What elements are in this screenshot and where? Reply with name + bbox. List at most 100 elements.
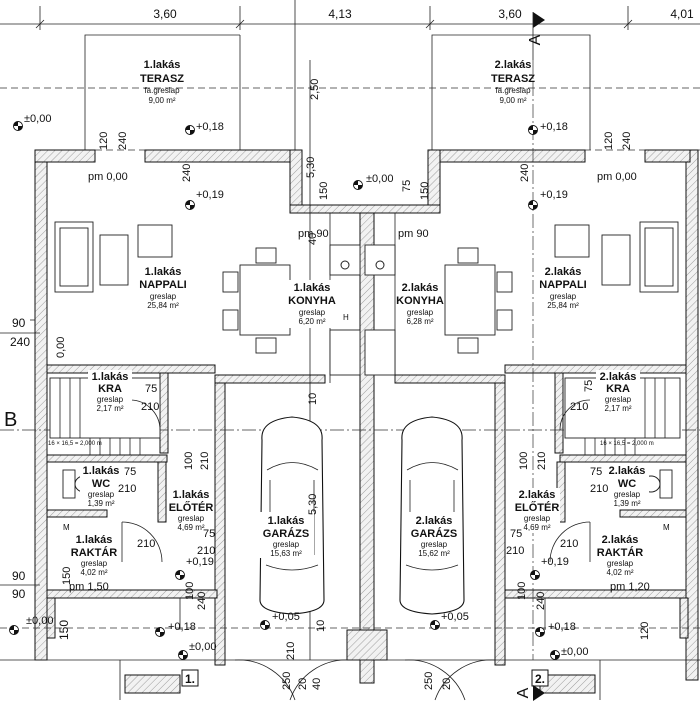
plan-text: WC [618,478,636,490]
room-label-nappali-1: 1.lakás NAPPALI greslap 25,84 m² [138,265,188,313]
plan-text: +0,19 [540,189,568,201]
room-label-garazs-1: 1.lakás GARÁZS greslap 15,63 m² [258,512,314,558]
plan-text: 6,28 m² [406,317,433,326]
plan-text: 100 [184,582,196,600]
room-label-konyha-2: 2.lakás KONYHA greslap 6,28 m² [396,280,444,328]
plan-text: 1.lakás [145,266,182,278]
plan-text: 210 [199,452,211,470]
plan-text: 15,62 m² [418,549,450,558]
plan-text: 210 [590,483,608,495]
room-label-terasz-1: 1.lakás TERASZ fa.greslap 9,00 m² [140,59,184,105]
plan-text: 2.lakás [402,282,439,294]
plan-text: 4,02 m² [606,568,633,577]
plan-text: +0,18 [540,121,568,133]
plan-text: greslap [550,292,577,301]
dimension-4-01: 4,01 [670,7,694,21]
plan-text: 210 [197,545,215,557]
plan-text: ELŐTÉR [515,501,560,514]
plan-text: 150 [318,182,330,200]
plan-text: 1.lakás [268,515,305,527]
plan-text: 210 [506,545,524,557]
axis-label-b: B [4,409,17,431]
plan-text: +0,05 [272,611,300,623]
plan-text: 210 [536,452,548,470]
apartment-markers: 1. 2. [181,669,549,687]
plan-text: pm 0,00 [597,171,637,183]
plan-text: GARÁZS [411,527,457,540]
dimension-4-13: 4,13 [328,7,352,21]
terraces [0,0,700,151]
room-label-raktar-1: 1.lakás RAKTÁR greslap 4,02 m² [70,533,120,578]
plan-text: greslap [421,540,448,549]
plan-text: M [63,523,70,532]
plan-text: 240 [181,164,193,182]
plan-text: 75 [203,528,215,540]
plan-text: +0,05 [441,611,469,623]
plan-text: 210 [118,483,136,495]
furniture-left [54,221,361,376]
plan-text: +0,19 [186,556,214,568]
plan-text: 4,02 m² [80,568,107,577]
plan-text: 2.lakás [545,266,582,278]
plan-text: TERASZ [140,73,184,85]
plan-text: 9,00 m² [148,96,175,105]
plan-text: 250 [423,672,435,690]
plan-text: 75 [590,466,602,478]
room-label-konyha-1: 1.lakás KONYHA greslap 6,20 m² [288,280,336,328]
plan-text: +0,19 [541,556,569,568]
room-label-kra-2: 2.lakás KRA greslap 2,17 m² [596,370,640,413]
room-label-garazs-2: 2.lakás GARÁZS greslap 15,62 m² [406,512,462,558]
plan-text: +0,18 [548,621,576,633]
plan-text: 1.lakás [92,371,129,383]
plan-text: 75 [401,180,413,192]
plan-text: 240 [535,592,547,610]
plan-text: 25,84 m² [147,301,179,310]
plan-text: fa.greslap [495,86,531,95]
section-label-a-bottom: A [515,687,532,698]
plan-text: TERASZ [491,73,535,85]
symbols: H M M [63,313,670,532]
plan-text: 2,50 [309,79,321,100]
plan-text: 120 [98,132,110,150]
plan-text: H [343,313,349,322]
plan-text: 2,17 m² [96,404,123,413]
plan-text: 75 [145,383,157,395]
plan-text: 210 [141,401,159,413]
plan-text: 240 [196,592,208,610]
plan-text: greslap [524,514,551,523]
plan-text: KRA [606,383,630,395]
inner-dimensions: 120 240 120 240 240 240 2,50 5,30 150 75… [61,79,651,690]
plan-text: 40 [307,233,319,245]
plan-text: 240 [519,164,531,182]
room-label-wc-1: 1.lakás WC greslap 1,39 m² [80,464,124,509]
plan-text: 210 [285,642,297,660]
plan-text: 1.lakás [83,465,120,477]
section-label-a-top: A [527,34,544,45]
plan-text: 2.lakás [602,534,639,546]
plan-text: greslap [178,514,205,523]
plan-text: pm 1,50 [69,581,109,593]
dim-left-240: 240 [10,335,30,349]
plan-text: NAPPALI [139,279,186,291]
room-label-wc-2: 2.lakás WC greslap 1,39 m² [605,464,649,509]
plan-text: 75 [510,528,522,540]
plan-text: 2.lakás [495,59,532,71]
plan-text: +0,18 [168,621,196,633]
plan-text: ±0,00 [366,173,393,185]
plan-text: GARÁZS [263,527,309,540]
plan-text: 100 [183,452,195,470]
plan-text: 100 [518,452,530,470]
plan-text: 20 [441,678,453,690]
plan-text: ELŐTÉR [169,501,214,514]
plan-text: ±0,00 [189,641,216,653]
plan-text: 75 [124,466,136,478]
plan-text: RAKTÁR [71,546,117,559]
plan-text: greslap [607,559,634,568]
plan-text: 210 [570,401,588,413]
plan-text: 2.lakás [519,489,556,501]
room-label-raktar-2: 2.lakás RAKTÁR greslap 4,02 m² [596,533,646,578]
room-label-eloter-1: 1.lakás ELŐTÉR greslap 4,69 m² [168,488,214,533]
plan-text: KONYHA [288,295,336,307]
plan-text: 20 [297,678,309,690]
plan-text: KONYHA [396,295,444,307]
